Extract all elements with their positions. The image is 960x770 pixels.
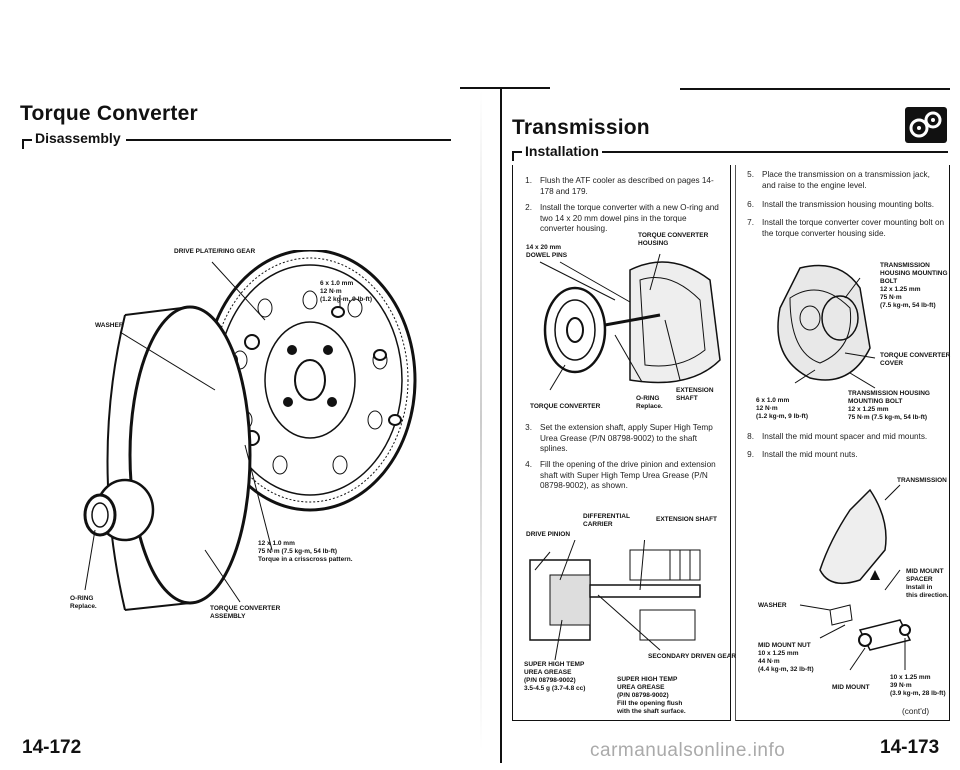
left-page-title: Torque Converter [20,102,198,125]
fig3-label-bolt-small: 6 x 1.0 mm 12 N·m (1.2 kg-m, 9 lb-ft) [756,397,809,420]
step-1-text: Flush the ATF cooler as described on pag… [540,176,714,196]
fig2-label-grease-fill: SUPER HIGH TEMP UREA GREASE (P/N 08798-9… [617,676,686,715]
fig1-label-tc-housing: TORQUE CONVERTER HOUSING [638,232,709,247]
col1-frame [512,165,731,721]
continued-note: (cont'd) [902,707,930,716]
torque-converter-install-illustration [539,253,721,391]
transmission-mounting-illustration [777,264,876,389]
step-3-number: 3. [525,423,532,432]
torque-converter-exploded-illustration [83,250,417,611]
fig1-label-tc: TORQUE CONVERTER [530,403,601,410]
label-drive-plate: DRIVE PLATE/RING GEAR [174,248,256,255]
fig4-label-bolt: 10 x 1.25 mm 39 N·m (3.9 kg-m, 28 lb-ft) [890,674,946,697]
fig4-label-mid-mount: MID MOUNT [832,684,870,691]
step-2-text: Install the torque converter with a new … [540,203,719,233]
mid-mount-illustration [799,484,912,671]
binding-gutter [480,90,482,750]
fig1-label-dowel: 14 x 20 mm DOWEL PINS [526,244,568,259]
subtitle-rule-left [22,139,32,141]
step-7-text: Install the torque converter cover mount… [762,218,945,238]
right-subtitle-rule-corner [512,151,514,161]
label-converter-assembly: TORQUE CONVERTER ASSEMBLY [210,605,281,620]
step-4-text: Fill the opening of the drive pinion and… [540,460,716,490]
fig3-label-tc-cover: TORQUE CONVERTER COVER [880,352,951,367]
fig4-label-washer: WASHER [758,602,787,609]
step-5-text: Place the transmission on a transmission… [762,170,930,190]
extension-shaft-grease-illustration [529,540,701,660]
right-page-number: 14-173 [880,737,940,758]
step-6-text: Install the transmission housing mountin… [762,200,935,209]
step-8-number: 8. [747,432,754,441]
right-subtitle-rule-left [512,151,522,153]
right-page-subtitle: Installation [525,143,599,159]
step-9-text: Install the mid mount nuts. [762,450,858,459]
subtitle-rule-corner [22,139,24,149]
step-1-number: 1. [525,176,532,185]
left-page-number: 14-172 [22,737,82,758]
transmission-section-icon [905,107,947,143]
fig2-label-grease-amount: SUPER HIGH TEMP UREA GREASE (P/N 08798-9… [524,661,586,692]
step-2-number: 2. [525,203,532,212]
step-6-number: 6. [747,200,754,209]
right-page-title: Transmission [512,116,650,139]
label-washer: WASHER [95,322,124,329]
subtitle-rule-right [126,139,451,141]
fig2-label-secondary-gear: SECONDARY DRIVEN GEAR [648,653,737,660]
label-bolt-large: 12 x 1.0 mm 75 N·m (7.5 kg-m, 54 lb-ft) … [258,540,353,563]
fig1-label-ext-shaft: EXTENSION SHAFT [676,387,714,402]
top-rule-right [680,88,950,90]
step-5-number: 5. [747,170,754,179]
fig4-label-nut: MID MOUNT NUT 10 x 1.25 mm 44 N·m (4.4 k… [758,642,814,673]
spine-line [500,88,502,763]
step-8-text: Install the mid mount spacer and mid mou… [762,432,928,441]
top-rule-left [460,87,550,89]
fig1-label-oring: O-RING Replace. [636,395,663,410]
left-page-subtitle: Disassembly [35,130,121,146]
fig4-label-transmission: TRANSMISSION [897,477,947,484]
step-7-number: 7. [747,218,754,227]
fig3-label-housing-bolt-2: TRANSMISSION HOUSING MOUNTING BOLT 12 x … [848,390,930,421]
label-bolt-small: 6 x 1.0 mm 12 N·m (1.2 kg-m, 9 lb-ft) [320,280,373,303]
step-4-number: 4. [525,460,532,469]
label-oring: O-RING Replace. [70,595,97,610]
step-9-number: 9. [747,450,754,459]
fig4-label-spacer: MID MOUNT SPACER Install in this directi… [906,568,949,599]
fig2-label-ext-shaft: EXTENSION SHAFT [656,516,718,523]
fig3-label-housing-bolt: TRANSMISSION HOUSING MOUNTING BOLT 12 x … [880,262,948,309]
col2-frame [735,165,950,721]
watermark-text: carmanualsonline.info [590,740,786,761]
right-subtitle-rule-right [602,151,948,153]
step-3-text: Set the extension shaft, apply Super Hig… [540,423,713,453]
fig2-label-diff: DIFFERENTIAL CARRIER [583,513,630,528]
fig2-label-drive-pinion: DRIVE PINION [526,531,571,538]
